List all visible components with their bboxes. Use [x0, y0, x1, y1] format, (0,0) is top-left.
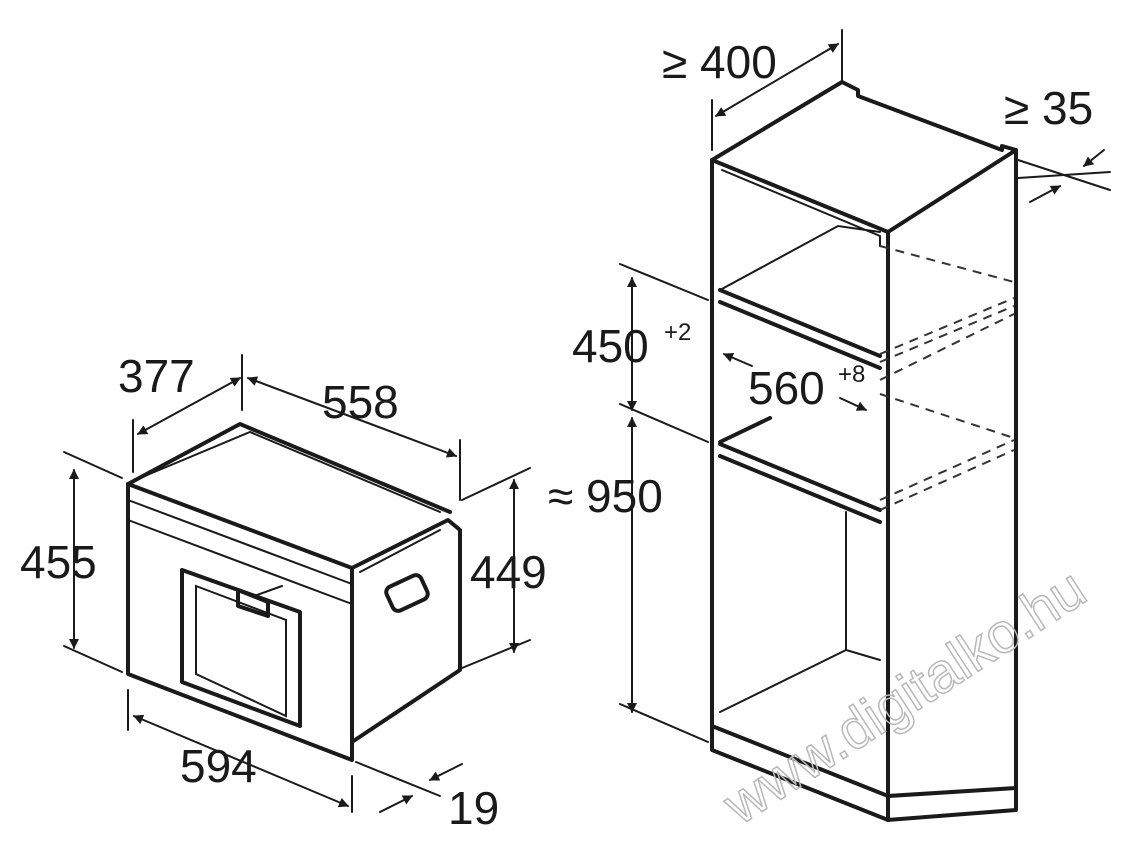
tall-cabinet	[710, 80, 1018, 822]
dim-377: 377	[118, 350, 195, 402]
dim-560-tolerance: +8	[838, 361, 865, 388]
dim-450-tolerance: +2	[664, 319, 691, 346]
side-handle	[384, 573, 430, 613]
cabinet-dimensions	[619, 29, 1111, 743]
dim-min-35: ≥ 35	[1004, 82, 1093, 134]
dim-449: 449	[470, 546, 547, 598]
dim-19: 19	[448, 782, 499, 834]
dim-594: 594	[180, 740, 257, 792]
dim-560: 560	[748, 362, 825, 414]
dim-455: 455	[20, 536, 97, 588]
dim-950: ≈ 950	[548, 470, 663, 522]
appliance-dimensions	[63, 354, 531, 813]
dim-min-400: ≥ 400	[662, 36, 777, 88]
built-in-coffee-machine	[126, 422, 462, 762]
dim-558: 558	[322, 376, 399, 428]
dim-450: 450	[572, 320, 649, 372]
coffee-outlet	[236, 588, 270, 618]
